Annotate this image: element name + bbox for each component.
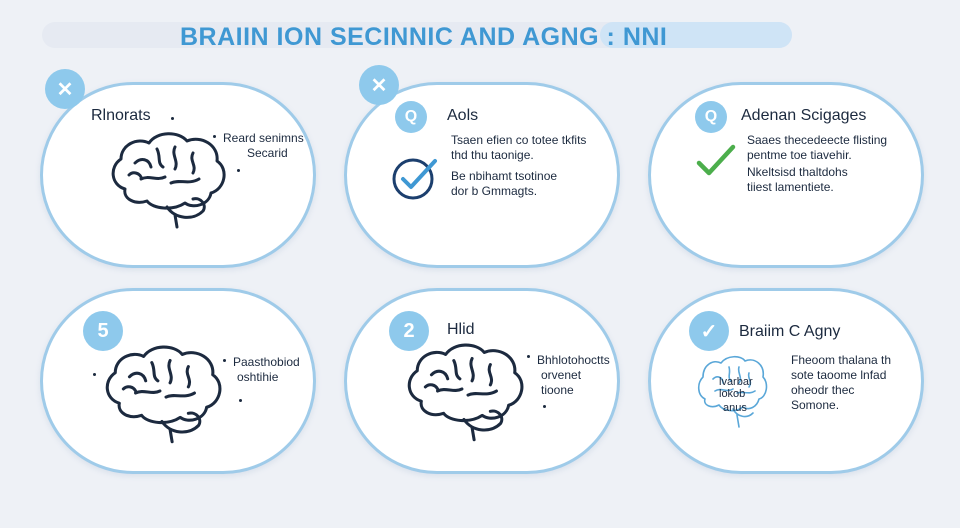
step-badge: 5 <box>83 311 123 351</box>
card-5-line-1: Bhhlotohoctts <box>537 353 610 367</box>
page-title: BRAIIN ION SECINNIC AND AGNG : NNI <box>180 23 668 51</box>
card-1: ✕ Rlnorats Reard senimns Secarid <box>40 69 316 268</box>
brain-icon <box>105 345 222 444</box>
card-5-line-2: orvenet <box>541 368 582 382</box>
card-6-heading: Braiim C Agny <box>739 323 841 340</box>
card-2-line-2: thd thu taonige. <box>451 148 534 162</box>
card-1-line-2: Secarid <box>247 146 288 160</box>
card-4-dot <box>93 373 96 376</box>
card-4-line-2: oshtihie <box>237 370 279 384</box>
card-6-line-1: Fheoom thalana th <box>791 353 892 367</box>
card-2-line-3: Be nbihamt tsotinoe <box>451 169 558 183</box>
close-icon[interactable]: ✕ <box>45 69 85 109</box>
card-3-line-4: tiiest lamentiete. <box>747 180 834 194</box>
card-3-line-2: pentme toe tiavehir. <box>747 148 852 162</box>
card-6-line-4: Somone. <box>791 398 840 412</box>
close-icon[interactable]: ✕ <box>359 65 399 105</box>
card-5-dot <box>543 405 546 408</box>
brain-label-2: lokob <box>719 388 746 400</box>
card-6-line-3: oheodr thec <box>791 383 855 397</box>
search-icon: Q <box>395 101 427 133</box>
step-badge: 2 <box>389 311 429 351</box>
card-1-line-1: Reard senimns <box>223 131 304 145</box>
card-3-line-3: Nkeltsisd thaltdohs <box>747 165 848 179</box>
check-icon: ✓ <box>689 311 729 351</box>
title-highlight <box>600 22 792 48</box>
card-3: Q Adenan Scigages Saaes thecedeecte flis… <box>648 82 924 268</box>
green-check-icon <box>696 144 736 176</box>
brain-icon <box>697 355 768 428</box>
title-banner: BRAIIN ION SECINNIC AND AGNG : NNI <box>0 18 960 54</box>
card-3-line-1: Saaes thecedeecte flisting <box>747 133 888 147</box>
card-3-heading: Adenan Scigages <box>741 107 867 124</box>
card-4-line-1: Paasthobiod <box>233 355 300 369</box>
card-4-dot <box>239 399 242 402</box>
card-2-line-4: dor b Gmmagts. <box>451 184 538 198</box>
card-5-dot <box>527 355 530 358</box>
card-5: 2 Hlid Bhhlotohoctts orvenet tioone <box>344 288 620 474</box>
card-1-dot <box>171 117 174 120</box>
card-5-line-3: tioone <box>541 383 574 397</box>
card-6-line-2: sote taoome lnfad <box>791 368 887 382</box>
card-1-dot <box>237 169 240 172</box>
card-2-heading: Aols <box>447 107 479 124</box>
brain-label-1: lvarbar <box>719 376 753 388</box>
check-circle-icon <box>392 158 437 200</box>
card-4: 5 Paasthobiod oshtihie <box>40 288 316 474</box>
card-4-dot <box>223 359 226 362</box>
brain-icon <box>111 132 226 229</box>
brain-label-3: anus <box>723 402 747 414</box>
card-2: ✕ Q Aols Tsaen efien co totee tkfits thd… <box>344 65 620 268</box>
card-1-heading: Rlnorats <box>91 107 151 124</box>
card-2-line-1: Tsaen efien co totee tkfits <box>451 133 587 147</box>
card-5-heading: Hlid <box>447 321 475 338</box>
card-1-dot <box>213 135 216 138</box>
card-6: ✓ Braiim C Agny lvarbar lokob anus Fheoo… <box>648 288 924 474</box>
brain-icon <box>407 343 524 442</box>
search-icon: Q <box>695 101 727 133</box>
